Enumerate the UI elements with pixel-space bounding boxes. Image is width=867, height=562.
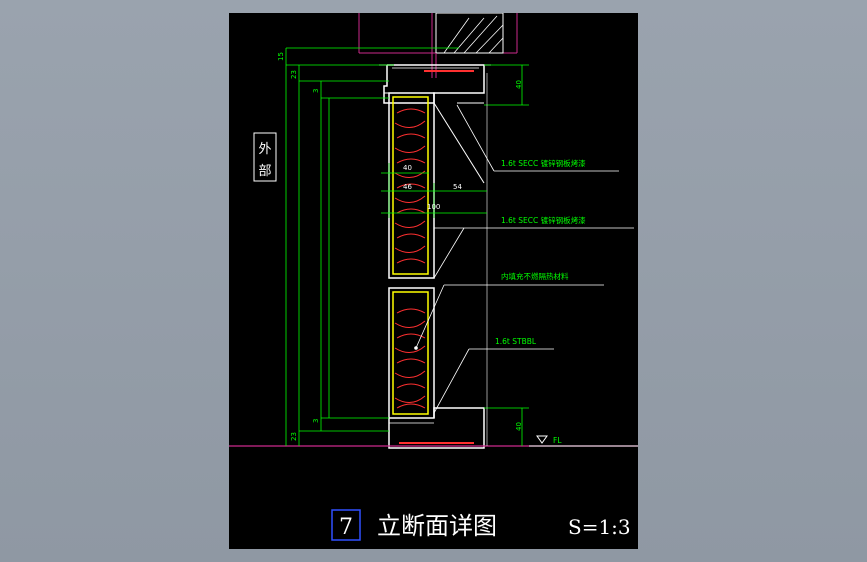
- dim-top-15: 15: [277, 52, 285, 61]
- side-label-bottom: 部: [258, 164, 271, 179]
- drawing-sheet: 15 23 3 3 23 外 部 40 40: [229, 12, 638, 549]
- dim-w40: 40: [403, 164, 412, 172]
- dim-right-bot-40: 40: [515, 422, 523, 431]
- side-label-box: [253, 132, 277, 182]
- dim-w100: 100: [427, 203, 440, 211]
- note-insulation: 内填充不燃隔热材料: [501, 271, 569, 281]
- lower-panel: [388, 287, 435, 419]
- dim-w54: 54: [453, 183, 462, 191]
- title-number: 7: [339, 515, 353, 540]
- dim-w46: 46: [403, 183, 412, 191]
- title-scale: S=1:3: [568, 515, 631, 539]
- fl-marker-icon: [536, 435, 548, 444]
- note-secc-1: 1.6t SECC 镀锌钢板烤漆: [501, 158, 586, 168]
- leader-lines: [415, 104, 634, 414]
- right-dimensions: [484, 64, 529, 446]
- left-dimensions: [285, 47, 459, 446]
- horizontal-dimensions: [381, 163, 487, 218]
- note-stbbl: 1.6t STBBL: [495, 337, 537, 346]
- dim-top-3: 3: [312, 89, 320, 93]
- top-frame-detail: [358, 12, 518, 78]
- note-secc-2: 1.6t SECC 镀锌钢板烤漆: [501, 215, 586, 225]
- title-name: 立断面详图: [377, 512, 497, 540]
- title-number-box: [331, 509, 361, 541]
- dim-bot-23: 23: [290, 432, 298, 441]
- section-drawing: 15 23 3 3 23 外 部 40 40: [229, 12, 638, 541]
- fl-label: FL: [553, 436, 562, 445]
- dim-right-top-40: 40: [515, 80, 523, 89]
- dim-top-23: 23: [290, 70, 298, 79]
- bottom-sill: [388, 407, 485, 449]
- dim-bot-3: 3: [312, 419, 320, 423]
- side-label-top: 外: [258, 142, 271, 157]
